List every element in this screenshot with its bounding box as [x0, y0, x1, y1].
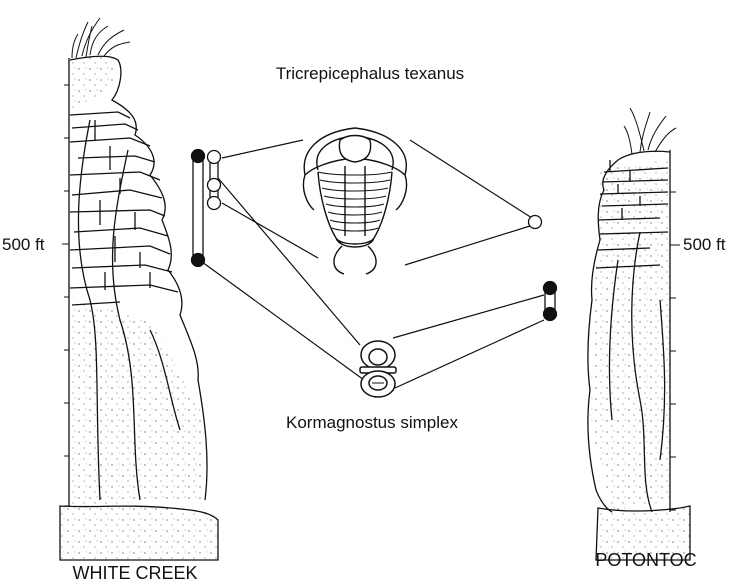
- link-potontoc-trilobite-top: [410, 140, 532, 218]
- height-label-right: 500 ft: [683, 235, 726, 254]
- white-creek-range-bars: [192, 150, 221, 267]
- tricrepicephalus-mid-marker-left: [208, 179, 221, 192]
- link-potontoc-agnostid-top: [393, 295, 544, 338]
- kormagnostus-top-marker-right: [544, 282, 557, 295]
- link-white-creek-trilobite-lower: [222, 203, 318, 258]
- tricrepicephalus-base-marker-left: [208, 197, 221, 210]
- kormagnostus-top-marker-left: [192, 150, 205, 163]
- kormagnostus-base-marker-left: [192, 254, 205, 267]
- link-white-creek-trilobite: [222, 140, 303, 158]
- kormagnostus-range-bar-left: [193, 156, 203, 260]
- white-creek-label: WHITE CREEK: [72, 563, 197, 583]
- potontoc-section: [588, 108, 690, 560]
- height-label-left: 500 ft: [2, 235, 45, 254]
- tricrepicephalus-top-marker-left: [208, 151, 221, 164]
- white-creek-section: [60, 18, 218, 560]
- kormagnostus-base-marker-right: [544, 308, 557, 321]
- grass-tuft-right: [624, 108, 676, 154]
- potontoc-label: POTONTOC: [595, 550, 696, 570]
- tricrepicephalus-marker-right: [529, 216, 542, 229]
- kormagnostus-label: Kormagnostus simplex: [286, 413, 458, 432]
- tricrepicephalus-label: Tricrepicephalus texanus: [276, 64, 464, 83]
- grass-tuft-left: [72, 18, 130, 58]
- potontoc-range-bars: [529, 216, 557, 321]
- white-creek-ticks: [62, 85, 69, 506]
- kormagnostus-agnostid-drawing: [360, 341, 396, 397]
- link-potontoc-agnostid-base: [395, 320, 544, 388]
- tricrepicephalus-trilobite-drawing: [303, 128, 406, 274]
- link-potontoc-trilobite-base: [405, 226, 530, 265]
- link-white-creek-agnostid-top: [218, 178, 360, 345]
